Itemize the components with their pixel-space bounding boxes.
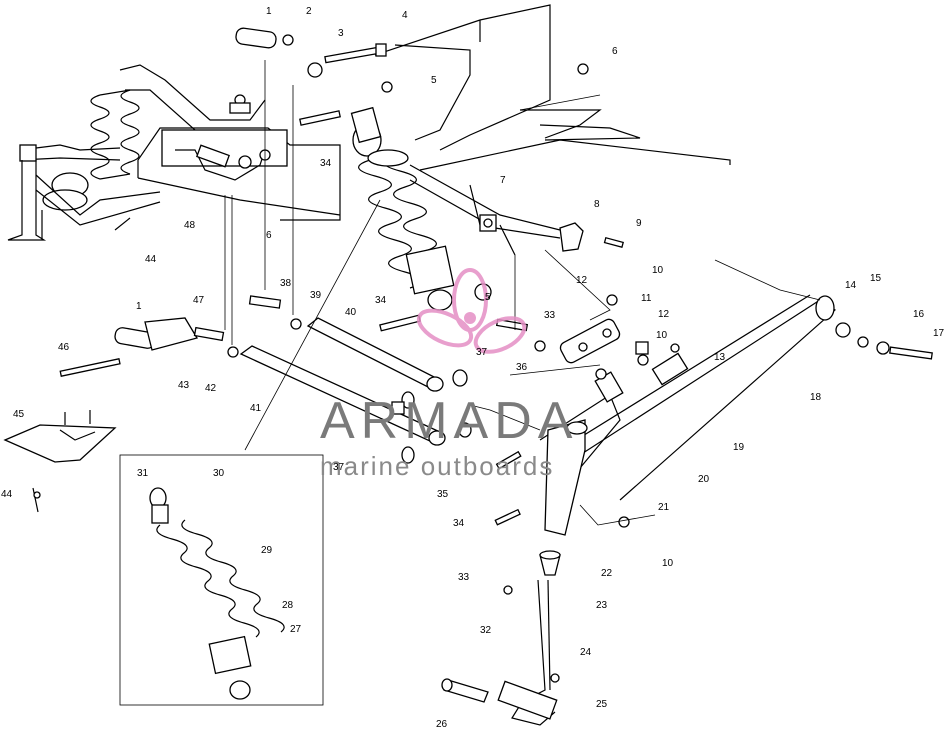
watermark-subtitle: marine outboards [320,451,554,481]
callout-6: 6 [266,230,272,241]
callout-10: 10 [656,330,668,341]
callout-19: 19 [733,442,745,453]
callout-26: 26 [436,719,448,730]
callout-8: 8 [594,199,600,210]
callout-6: 6 [612,46,618,57]
callout-42: 42 [205,383,217,394]
callout-41: 41 [250,403,262,414]
callout-30: 30 [213,468,225,479]
callout-15: 15 [870,273,882,284]
leader-lines [224,60,821,526]
callout-28: 28 [282,600,294,611]
callout-1: 1 [266,6,272,17]
callout-22: 22 [601,568,613,579]
callout-labels: 1 2 3 4 5 6 34 48 6 44 7 8 9 10 12 11 12… [1,6,945,730]
callout-17: 17 [933,328,945,339]
callout-39: 39 [310,290,322,301]
callout-29: 29 [261,545,273,556]
callout-11: 11 [641,293,652,304]
callout-14: 14 [845,280,857,291]
callout-4: 4 [402,10,408,21]
callout-36: 36 [516,362,528,373]
rear-spring-left [42,89,140,211]
callout-34: 34 [375,295,387,306]
callout-1: 1 [136,301,142,312]
callout-37: 37 [333,462,345,473]
callout-5: 5 [485,292,491,303]
callout-32: 32 [480,625,492,636]
right-end-hardware [835,322,933,360]
callout-33: 33 [544,310,556,321]
watermark-title: ARMADA [320,392,578,450]
cross-tubes [239,317,472,464]
callout-9: 9 [636,218,642,229]
chassis-frame [119,64,341,221]
callout-47: 47 [193,295,205,306]
upper-frame-right [374,4,731,171]
callout-44: 44 [1,489,13,500]
callout-20: 20 [698,474,710,485]
main-trailing-arm [539,294,836,501]
callout-45: 45 [13,409,25,420]
left-links [59,27,680,683]
callout-2: 2 [306,6,312,17]
callout-43: 43 [178,380,190,391]
callout-34: 34 [320,158,332,169]
left-ski-leg [7,144,161,241]
callout-16: 16 [913,309,925,320]
callout-10: 10 [652,265,664,276]
callout-44: 44 [145,254,157,265]
callout-38: 38 [280,278,292,289]
callout-24: 24 [580,647,592,658]
callout-31: 31 [137,468,149,479]
callout-5: 5 [431,75,437,86]
callout-7: 7 [500,175,506,186]
callout-34: 34 [453,518,465,529]
callout-10: 10 [662,558,674,569]
spindle-assembly [441,419,588,726]
left-ski-bracket [3,410,117,513]
callout-23: 23 [596,600,608,611]
callout-33: 33 [458,572,470,583]
upper-a-arm [409,164,584,256]
callout-46: 46 [58,342,70,353]
callout-3: 3 [338,28,344,39]
callout-13: 13 [714,352,726,363]
right-bracket-pieces [559,318,689,403]
callout-37: 37 [476,347,488,358]
callout-35: 35 [437,489,449,500]
callout-12: 12 [576,275,588,286]
callout-25: 25 [596,699,608,710]
callout-40: 40 [345,307,357,318]
callout-21: 21 [658,502,670,513]
inset-shock [119,454,324,706]
callout-48: 48 [184,220,196,231]
callout-27: 27 [290,624,302,635]
watermark-logo [416,268,527,354]
callout-18: 18 [810,392,822,403]
callout-12: 12 [658,309,670,320]
main-shock-absorber [350,106,492,311]
